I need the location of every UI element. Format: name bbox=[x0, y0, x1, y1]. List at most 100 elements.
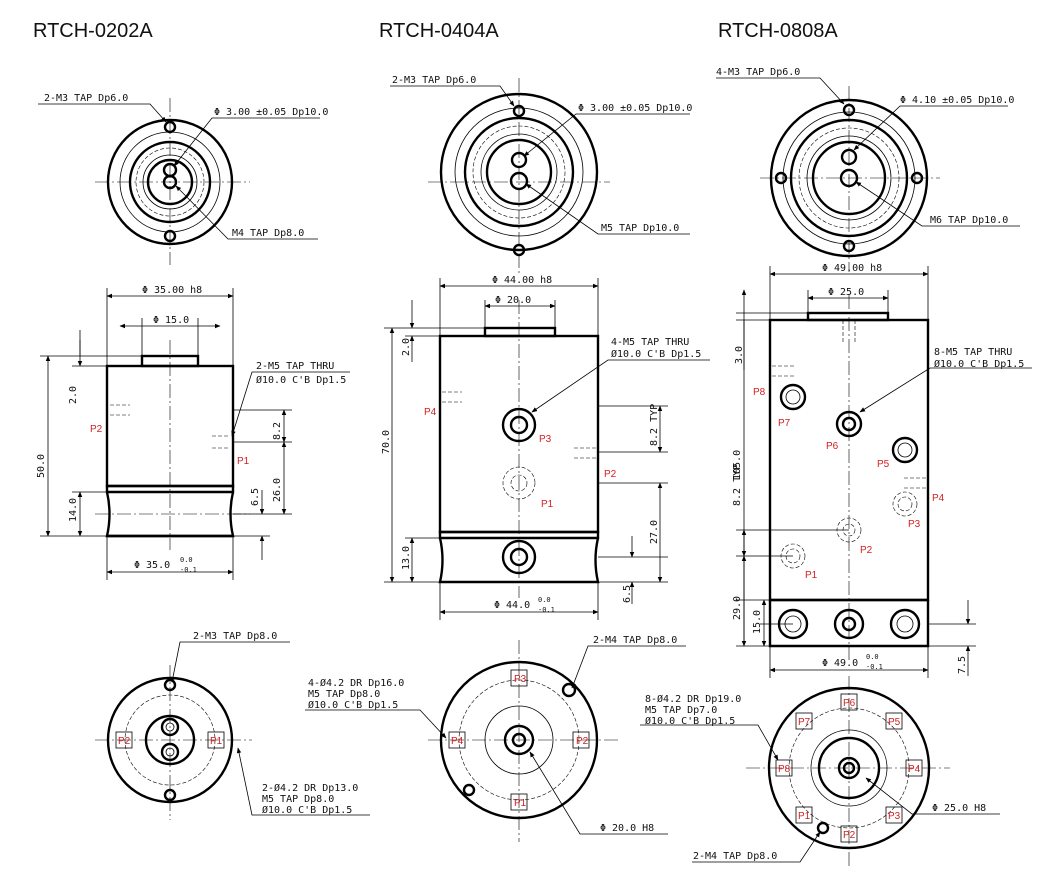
label-0202a-side-tap-1: 2-M5 TAP THRU bbox=[256, 361, 334, 372]
port-0808a-bot-p3: P3 bbox=[888, 811, 901, 822]
view-0202a-top: 2-M3 TAP Dp6.0 Φ 3.00 ±0.05 Dp10.0 M4 TA… bbox=[38, 93, 328, 265]
label-0404a-bot-tap: 2-M4 TAP Dp8.0 bbox=[593, 635, 677, 646]
tol-0808a-lo: -0.1 bbox=[866, 663, 883, 671]
port-0404a-p1: P1 bbox=[541, 499, 554, 510]
dim-0808a-3: 3.0 bbox=[734, 346, 745, 364]
dim-0404a-dia-bot: Φ 44.0 bbox=[494, 600, 530, 611]
view-0808a-bottom: 8-Ø4.2 DR Dp19.0 M5 TAP Dp7.0 Ø10.0 C'B … bbox=[640, 676, 1000, 868]
label-0808a-side-tap-2: Ø10.0 C'B Dp1.5 bbox=[934, 358, 1024, 370]
view-0404a-bottom: 2-M4 TAP Dp8.0 4-Ø4.2 DR Dp16.0 M5 TAP D… bbox=[305, 635, 686, 842]
dim-0808a-dia-bot: Φ 49.0 bbox=[822, 658, 858, 669]
dim-0202a-dia-bot: Φ 35.0 bbox=[134, 560, 170, 571]
port-0404a-bot-p2: P2 bbox=[576, 736, 589, 747]
label-0202a-bot-dr-3: Ø10.0 C'B Dp1.5 bbox=[262, 804, 352, 816]
label-0202a-m4: M4 TAP Dp8.0 bbox=[232, 228, 304, 239]
dim-0404a-2: 2.0 bbox=[401, 338, 412, 356]
port-0202a-p1: P1 bbox=[237, 456, 250, 467]
port-0202a-bot-p2: P2 bbox=[118, 736, 131, 747]
dim-0202a-6-5: 6.5 bbox=[250, 488, 261, 506]
dim-0808a-dia-25: Φ 25.0 bbox=[828, 287, 864, 298]
label-0202a-pin: Φ 3.00 ±0.05 Dp10.0 bbox=[214, 107, 328, 118]
port-0202a-p2: P2 bbox=[90, 424, 103, 435]
dim-0202a-50: 50.0 bbox=[36, 454, 47, 478]
label-0808a-bot-h8: Φ 25.0 H8 bbox=[932, 803, 986, 814]
port-0808a-p7: P7 bbox=[778, 418, 791, 429]
label-0808a-m6: M6 TAP Dp10.0 bbox=[930, 215, 1008, 226]
label-0202a-bot-dr-2: M5 TAP Dp8.0 bbox=[262, 794, 334, 805]
view-0202a-bottom: 2-M3 TAP Dp8.0 2-Ø4.2 DR Dp13.0 M5 TAP D… bbox=[95, 631, 370, 820]
label-0404a-bot-h8: Φ 20.0 H8 bbox=[600, 823, 654, 834]
label-0808a-top-tap: 4-M3 TAP Dp6.0 bbox=[716, 67, 800, 78]
port-0808a-bot-p1: P1 bbox=[798, 811, 811, 822]
label-0202a-bot-dr-1: 2-Ø4.2 DR Dp13.0 bbox=[262, 782, 358, 794]
dim-0808a-7-5: 7.5 bbox=[957, 656, 968, 674]
dim-0404a-dia-h8: Φ 44.00 h8 bbox=[492, 275, 552, 286]
port-0808a-p1: P1 bbox=[805, 570, 818, 581]
view-0404a-top: 2-M3 TAP Dp6.0 Φ 3.00 ±0.05 Dp10.0 M5 TA… bbox=[390, 75, 692, 275]
port-0404a-p3: P3 bbox=[539, 434, 552, 445]
dim-0404a-13: 13.0 bbox=[401, 546, 412, 570]
label-0808a-side-tap-1: 8-M5 TAP THRU bbox=[934, 347, 1012, 358]
label-0404a-top-tap: 2-M3 TAP Dp6.0 bbox=[392, 75, 476, 86]
port-0808a-p6: P6 bbox=[826, 441, 839, 452]
label-0808a-pin: Φ 4.10 ±0.05 Dp10.0 bbox=[900, 95, 1014, 106]
title-rtch-0404a: RTCH-0404A bbox=[379, 20, 499, 42]
label-0808a-bot-tap: 2-M4 TAP Dp8.0 bbox=[693, 851, 777, 862]
port-0808a-p8: P8 bbox=[753, 387, 766, 398]
port-0404a-bot-p1: P1 bbox=[514, 798, 527, 809]
dim-0202a-2: 2.0 bbox=[68, 386, 79, 404]
dim-0404a-27: 27.0 bbox=[649, 520, 660, 544]
label-0404a-pin: Φ 3.00 ±0.05 Dp10.0 bbox=[578, 103, 692, 114]
label-0808a-bot-dr-1: 8-Ø4.2 DR Dp19.0 bbox=[645, 693, 741, 705]
label-0404a-bot-dr-1: 4-Ø4.2 DR Dp16.0 bbox=[308, 677, 404, 689]
label-0404a-side-tap-1: 4-M5 TAP THRU bbox=[611, 337, 689, 348]
port-0808a-p4: P4 bbox=[932, 493, 945, 504]
port-0808a-p2: P2 bbox=[860, 545, 873, 556]
tol-0404a-lo: -0.1 bbox=[538, 606, 555, 614]
port-0808a-p5: P5 bbox=[877, 459, 890, 470]
label-0404a-bot-dr-3: Ø10.0 C'B Dp1.5 bbox=[308, 699, 398, 711]
tol-0202a-up: 0.0 bbox=[180, 556, 193, 564]
port-0808a-bot-p7: P7 bbox=[798, 717, 811, 728]
port-0808a-bot-p5: P5 bbox=[888, 717, 901, 728]
title-rtch-0202a: RTCH-0202A bbox=[33, 20, 153, 42]
port-0808a-bot-p6: P6 bbox=[843, 698, 856, 709]
port-0808a-p3: P3 bbox=[908, 519, 921, 530]
port-0404a-bot-p3: P3 bbox=[514, 674, 527, 685]
label-0808a-bot-dr-3: Ø10.0 C'B Dp1.5 bbox=[645, 715, 735, 727]
dim-0808a-dia-h8: Φ 49.00 h8 bbox=[822, 263, 882, 274]
view-0202a-side: Φ 35.00 h8 Φ 15.0 50.0 2.0 14.0 8.2 26.0… bbox=[36, 285, 350, 580]
port-0202a-bot-p1: P1 bbox=[210, 736, 223, 747]
label-0404a-m5: M5 TAP Dp10.0 bbox=[601, 223, 679, 234]
dim-0404a-6-5: 6.5 bbox=[622, 585, 633, 603]
dim-0808a-29: 29.0 bbox=[732, 596, 743, 620]
dim-0404a-dia-20: Φ 20.0 bbox=[495, 295, 531, 306]
view-0404a-side: Φ 44.00 h8 Φ 20.0 70.0 2.0 13.0 8.2 TYP … bbox=[381, 275, 710, 620]
port-0404a-bot-p4: P4 bbox=[451, 736, 464, 747]
label-0202a-side-tap-2: Ø10.0 C'B Dp1.5 bbox=[256, 374, 346, 386]
dim-0202a-26: 26.0 bbox=[272, 478, 283, 502]
port-0808a-bot-p4: P4 bbox=[908, 764, 921, 775]
dim-0808a-105: 105.0 bbox=[732, 450, 743, 480]
dim-0404a-8-2: 8.2 TYP bbox=[649, 404, 660, 446]
view-0808a-side: Φ 49.00 h8 Φ 25.0 105.0 3.0 8.2 TYP 29.0… bbox=[732, 263, 1032, 678]
label-0202a-top-tap: 2-M3 TAP Dp6.0 bbox=[44, 93, 128, 104]
port-0808a-bot-p8: P8 bbox=[778, 764, 791, 775]
tol-0404a-up: 0.0 bbox=[538, 596, 551, 604]
dim-0202a-14: 14.0 bbox=[68, 498, 79, 522]
view-0808a-top: 4-M3 TAP Dp6.0 Φ 4.10 ±0.05 Dp10.0 M6 TA… bbox=[716, 67, 1020, 272]
dim-0404a-70: 70.0 bbox=[381, 430, 392, 454]
dim-0202a-dia-h8: Φ 35.00 h8 bbox=[142, 285, 202, 296]
dim-0808a-8-2: 8.2 TYP bbox=[732, 464, 743, 506]
tol-0808a-up: 0.0 bbox=[866, 653, 879, 661]
label-0202a-bot-tap: 2-M3 TAP Dp8.0 bbox=[193, 631, 277, 642]
label-0404a-bot-dr-2: M5 TAP Dp8.0 bbox=[308, 689, 380, 700]
label-0808a-bot-dr-2: M5 TAP Dp7.0 bbox=[645, 705, 717, 716]
dim-0202a-dia-15: Φ 15.0 bbox=[153, 315, 189, 326]
tol-0202a-lo: -0.1 bbox=[180, 566, 197, 574]
port-0404a-p2: P2 bbox=[604, 469, 617, 480]
dim-0808a-15: 15.0 bbox=[752, 610, 763, 634]
port-0404a-p4: P4 bbox=[424, 407, 437, 418]
dim-0202a-8-2: 8.2 bbox=[272, 422, 283, 440]
